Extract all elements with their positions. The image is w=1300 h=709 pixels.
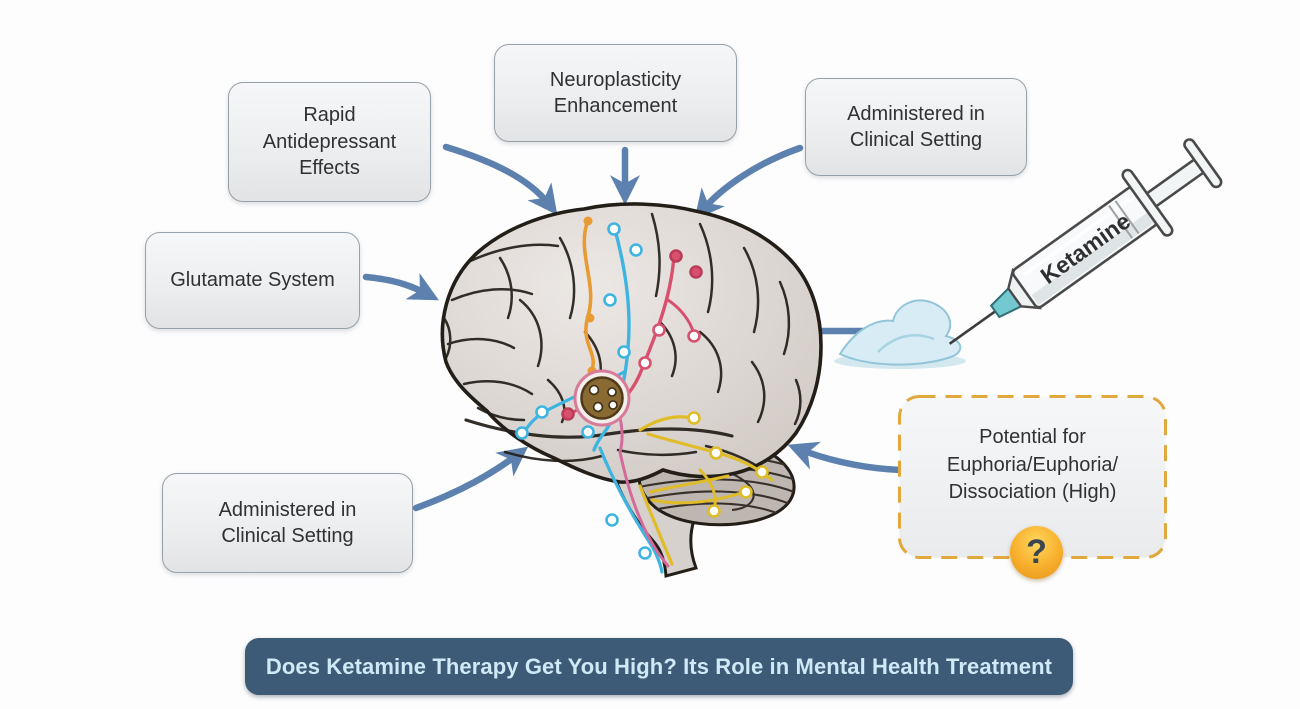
title-banner: Does Ketamine Therapy Get You High? Its … xyxy=(245,638,1073,695)
synapse-nodes xyxy=(515,222,769,560)
syringe-needle xyxy=(948,309,998,345)
label-box-glutamate-system: Glutamate System xyxy=(145,232,360,329)
label-box-neuroplasticity: Neuroplasticity Enhancement xyxy=(494,44,737,142)
label-box-rapid-antidepressant: Rapid Antidepressant Effects xyxy=(228,82,431,202)
arrow-rapid-to-brain xyxy=(442,143,558,216)
title-text: Does Ketamine Therapy Get You High? Its … xyxy=(265,653,1053,679)
brain-illustration xyxy=(440,202,823,578)
splash-illustration xyxy=(834,299,966,369)
syringe-plunger-rod xyxy=(1145,156,1207,209)
arrow-euphoria-to-brain xyxy=(787,441,904,474)
arrow-clinical-bottom-to-brain xyxy=(412,446,529,512)
label-box-text: Administered in Clinical Setting xyxy=(847,102,985,151)
question-mark-glyph: ? xyxy=(1026,533,1047,571)
label-box-text: Administered in Clinical Setting xyxy=(218,498,357,547)
brain-sulci xyxy=(442,212,802,476)
label-box-clinical-setting-top: Administered in Clinical Setting xyxy=(805,78,1027,176)
receptor-hub xyxy=(573,369,631,427)
arrow-glutamate-to-brain xyxy=(362,272,439,301)
arrow-clinical-top-to-brain xyxy=(694,144,804,220)
syringe-thumb-rest xyxy=(1183,138,1223,189)
label-box-clinical-setting-bottom: Administered in Clinical Setting xyxy=(162,473,413,573)
label-box-euphoria-dissociation: Potential for Euphoria/Euphoria/ Dissoci… xyxy=(898,395,1167,558)
label-box-text: Glutamate System xyxy=(170,269,335,292)
label-box-text: Potential for Euphoria/Euphoria/ Dissoci… xyxy=(946,426,1119,504)
question-mark-icon: ? xyxy=(1010,526,1063,579)
label-box-text: Rapid Antidepressant Effects xyxy=(262,104,397,180)
label-box-text: Neuroplasticity Enhancement xyxy=(549,68,682,117)
